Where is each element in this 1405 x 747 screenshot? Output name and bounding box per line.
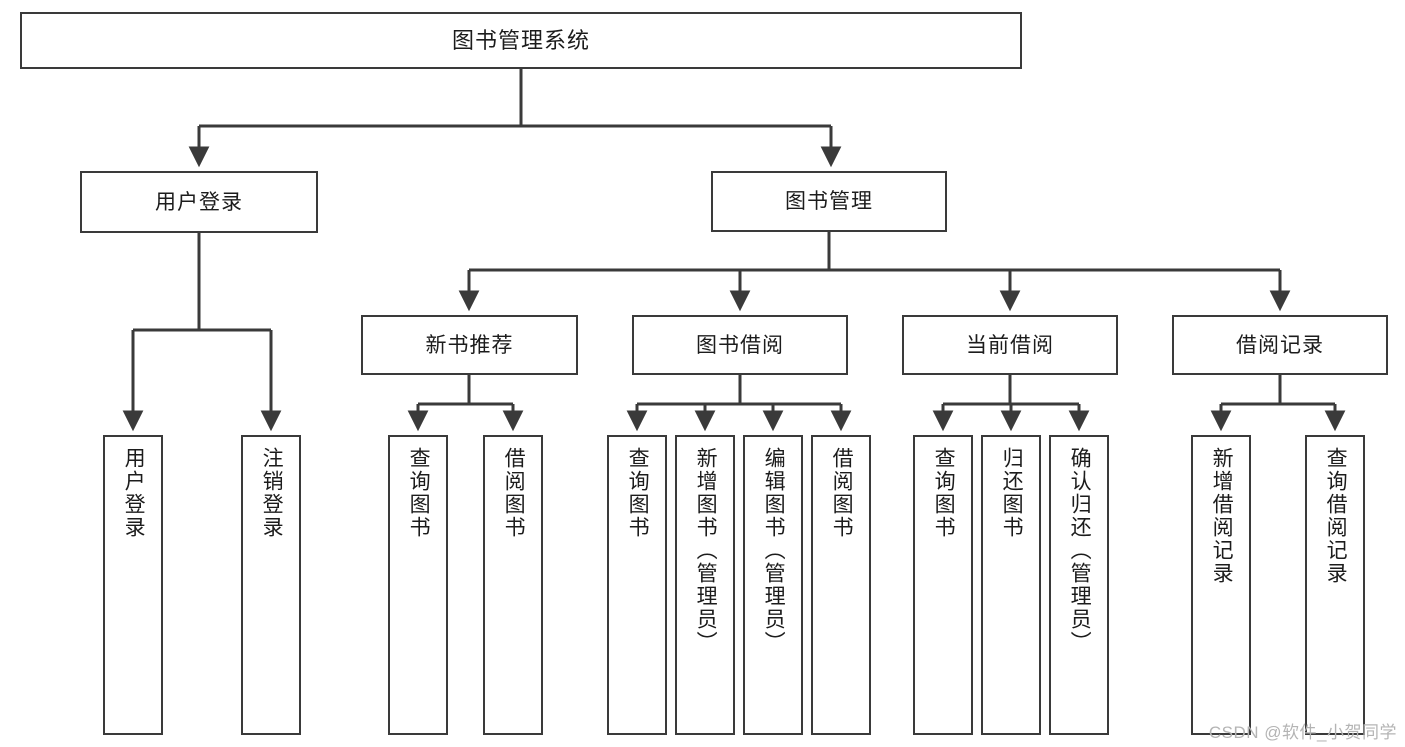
leaf-new-book-query-book[interactable]: 查询图书: [388, 435, 448, 735]
node-label: 查询图书: [932, 447, 956, 539]
leaf-book-borrow-query-book[interactable]: 查询图书: [607, 435, 667, 735]
leaf-book-borrow-borrow-book[interactable]: 借阅图书: [811, 435, 871, 735]
node-current-borrow[interactable]: 当前借阅: [902, 315, 1118, 375]
node-book-borrow[interactable]: 图书借阅: [632, 315, 848, 375]
node-label: 图书管理系统: [451, 27, 590, 53]
node-book-management[interactable]: 图书管理: [711, 171, 947, 232]
node-label: 注销登录: [260, 447, 284, 539]
leaf-book-borrow-edit-book-admin[interactable]: 编辑图书（管理员）: [743, 435, 803, 735]
node-label: 新增借阅记录: [1210, 447, 1234, 585]
node-label: 归还图书: [1000, 447, 1024, 539]
node-label: 查询图书: [626, 447, 650, 539]
node-label: 借阅图书: [502, 447, 526, 539]
node-new-book-recommend[interactable]: 新书推荐: [361, 315, 578, 375]
node-label: 借阅记录: [1236, 333, 1324, 357]
node-label: 新增图书（管理员）: [694, 447, 718, 654]
node-user-login[interactable]: 用户登录: [80, 171, 318, 233]
leaf-current-borrow-query-book[interactable]: 查询图书: [913, 435, 973, 735]
leaf-current-borrow-return-book[interactable]: 归还图书: [981, 435, 1041, 735]
leaf-new-book-borrow-book[interactable]: 借阅图书: [483, 435, 543, 735]
node-label: 当前借阅: [966, 333, 1054, 357]
leaf-borrow-record-query-record[interactable]: 查询借阅记录: [1305, 435, 1365, 735]
node-label: 用户登录: [122, 447, 146, 539]
leaf-borrow-record-add-record[interactable]: 新增借阅记录: [1191, 435, 1251, 735]
leaf-book-borrow-add-book-admin[interactable]: 新增图书（管理员）: [675, 435, 735, 735]
watermark-csdn: CSDN @软件_小贺同学: [1208, 723, 1397, 742]
leaf-user-login-login[interactable]: 用户登录: [103, 435, 163, 735]
node-label: 查询图书: [407, 447, 431, 539]
node-root-book-management-system[interactable]: 图书管理系统: [20, 12, 1022, 69]
node-label: 查询借阅记录: [1324, 447, 1348, 585]
leaf-current-borrow-confirm-return-admin[interactable]: 确认归还（管理员）: [1049, 435, 1109, 735]
node-label: 图书借阅: [696, 333, 784, 357]
node-label: 确认归还（管理员）: [1068, 447, 1092, 654]
node-label: 借阅图书: [830, 447, 854, 539]
node-borrow-record[interactable]: 借阅记录: [1172, 315, 1388, 375]
node-label: 图书管理: [785, 190, 873, 213]
node-label: 新书推荐: [425, 333, 514, 357]
node-label: 用户登录: [155, 190, 243, 214]
leaf-user-login-logout[interactable]: 注销登录: [241, 435, 301, 735]
node-label: 编辑图书（管理员）: [762, 447, 786, 654]
